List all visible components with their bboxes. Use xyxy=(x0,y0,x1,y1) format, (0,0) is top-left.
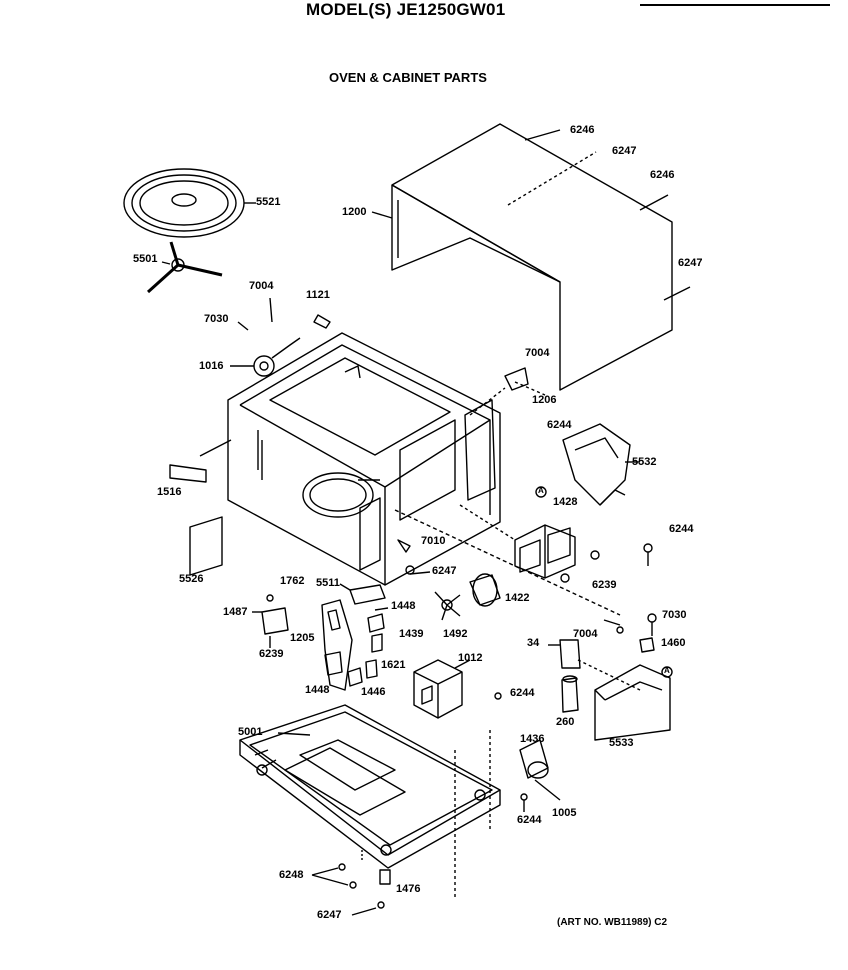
part-callout-6247: 6247 xyxy=(432,565,457,577)
part-callout-6244: 6244 xyxy=(547,419,572,431)
part-callout-1476: 1476 xyxy=(396,883,421,895)
part-callout-6247: 6247 xyxy=(612,145,637,157)
part-callout-7004: 7004 xyxy=(525,347,550,359)
part-callout-7010: 7010 xyxy=(421,535,446,547)
right-side-parts xyxy=(548,613,657,713)
part-callout-1516: 1516 xyxy=(157,486,182,498)
reference-marker-a xyxy=(535,486,547,498)
blower-assembly xyxy=(434,573,501,621)
reference-marker-label: A xyxy=(664,666,670,675)
roller-support xyxy=(146,241,223,294)
turntable-tray xyxy=(123,168,256,238)
part-callout-5001: 5001 xyxy=(238,726,263,738)
part-callout-7004: 7004 xyxy=(573,628,598,640)
art-number: (ART NO. WB11989) C2 xyxy=(557,917,668,928)
part-callout-6246: 6246 xyxy=(570,124,595,136)
latch-bracket xyxy=(339,583,386,605)
part-callout-5511: 5511 xyxy=(316,577,340,589)
part-callout-1428: 1428 xyxy=(553,496,578,508)
part-callout-7030: 7030 xyxy=(204,313,229,325)
part-callout-7004: 7004 xyxy=(249,280,274,292)
part-callout-1439: 1439 xyxy=(399,628,424,640)
part-callout-1422: 1422 xyxy=(505,592,530,604)
part-callout-1460: 1460 xyxy=(661,637,686,649)
part-callout-1448: 1448 xyxy=(391,600,416,612)
part-callout-1492: 1492 xyxy=(443,628,468,640)
part-callout-5526: 5526 xyxy=(179,573,204,585)
air-duct xyxy=(562,423,640,506)
part-callout-6247: 6247 xyxy=(678,257,703,269)
part-callout-1200: 1200 xyxy=(342,206,367,218)
part-callout-34: 34 xyxy=(527,637,540,649)
part-callout-1005: 1005 xyxy=(552,807,577,819)
part-callout-1206: 1206 xyxy=(532,394,557,406)
part-callout-6239: 6239 xyxy=(259,648,284,660)
header-rule xyxy=(640,4,830,6)
part-callout-260: 260 xyxy=(556,716,575,728)
part-callout-6239: 6239 xyxy=(592,579,617,591)
oven-cavity xyxy=(199,332,501,586)
part-callout-1205: 1205 xyxy=(290,632,315,644)
magnetron xyxy=(459,504,653,583)
part-callout-6246: 6246 xyxy=(650,169,675,181)
outer-cabinet xyxy=(371,123,691,391)
part-callout-5521: 5521 xyxy=(256,196,281,208)
part-callout-1621: 1621 xyxy=(381,659,406,671)
page-title: MODEL(S) JE1250GW01 xyxy=(306,0,506,19)
part-callout-7030: 7030 xyxy=(662,609,687,621)
reference-marker-a xyxy=(661,666,673,678)
part-callout-1016: 1016 xyxy=(199,360,224,372)
capacitor-diode xyxy=(494,692,561,812)
part-callout-5533: 5533 xyxy=(609,737,634,749)
part-callout-6244: 6244 xyxy=(669,523,694,535)
part-callout-1762: 1762 xyxy=(280,575,305,587)
part-callout-1121: 1121 xyxy=(306,289,330,301)
part-callout-6248: 6248 xyxy=(279,869,304,881)
part-callout-1487: 1487 xyxy=(223,606,248,618)
door-switch xyxy=(469,367,546,416)
part-callout-5501: 5501 xyxy=(133,253,158,265)
interlock-assembly xyxy=(321,599,389,691)
part-callout-1436: 1436 xyxy=(520,733,545,745)
thermal-cutout xyxy=(252,594,289,648)
section-subtitle: OVEN & CABINET PARTS xyxy=(329,70,487,85)
filter-plates xyxy=(169,464,223,576)
base-plate xyxy=(239,704,501,900)
part-callout-1012: 1012 xyxy=(458,652,483,664)
part-callout-1446: 1446 xyxy=(361,686,386,698)
side-panel xyxy=(594,664,671,741)
transformer xyxy=(413,659,471,719)
part-callout-6244: 6244 xyxy=(510,687,535,699)
bottom-fasteners xyxy=(311,850,391,916)
part-callout-5532: 5532 xyxy=(632,456,657,468)
part-callout-6247: 6247 xyxy=(317,909,342,921)
part-callout-6244: 6244 xyxy=(517,814,542,826)
part-callout-1448: 1448 xyxy=(305,684,330,696)
fan-motor xyxy=(230,297,331,377)
reference-marker-label: A xyxy=(538,486,544,495)
wire-harness xyxy=(394,509,621,616)
